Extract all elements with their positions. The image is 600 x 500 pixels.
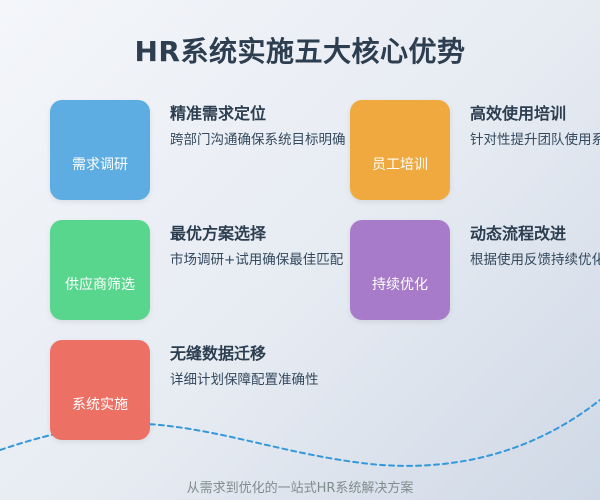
item-title: 无缝数据迁移 <box>170 344 267 363</box>
item-title: 最优方案选择 <box>170 224 267 243</box>
item-description: 针对性提升团队使用系统能力 <box>470 132 600 148</box>
card-label: 系统实施 <box>72 397 128 413</box>
item-title: 精准需求定位 <box>170 104 267 123</box>
item-description: 市场调研+试用确保最佳匹配 <box>170 252 344 268</box>
card-vendor-selection: 供应商筛选 <box>50 220 150 320</box>
item-title: 动态流程改进 <box>470 224 567 243</box>
item-title: 高效使用培训 <box>470 104 567 123</box>
card-label: 需求调研 <box>72 157 128 173</box>
footer-tagline: 从需求到优化的一站式HR系统解决方案 <box>186 481 414 496</box>
item-description: 根据使用反馈持续优化流程 <box>470 252 600 268</box>
card-label: 供应商筛选 <box>65 277 135 293</box>
card-requirements-research: 需求调研 <box>50 100 150 200</box>
card-label: 员工培训 <box>372 157 428 173</box>
card-employee-training: 员工培训 <box>350 100 450 200</box>
item-description: 详细计划保障配置准确性 <box>170 372 319 388</box>
card-continuous-optimization: 持续优化 <box>350 220 450 320</box>
card-system-implementation: 系统实施 <box>50 340 150 440</box>
page-title: HR系统实施五大核心优势 <box>134 35 466 68</box>
card-label: 持续优化 <box>372 277 428 293</box>
item-description: 跨部门沟通确保系统目标明确 <box>170 132 346 148</box>
